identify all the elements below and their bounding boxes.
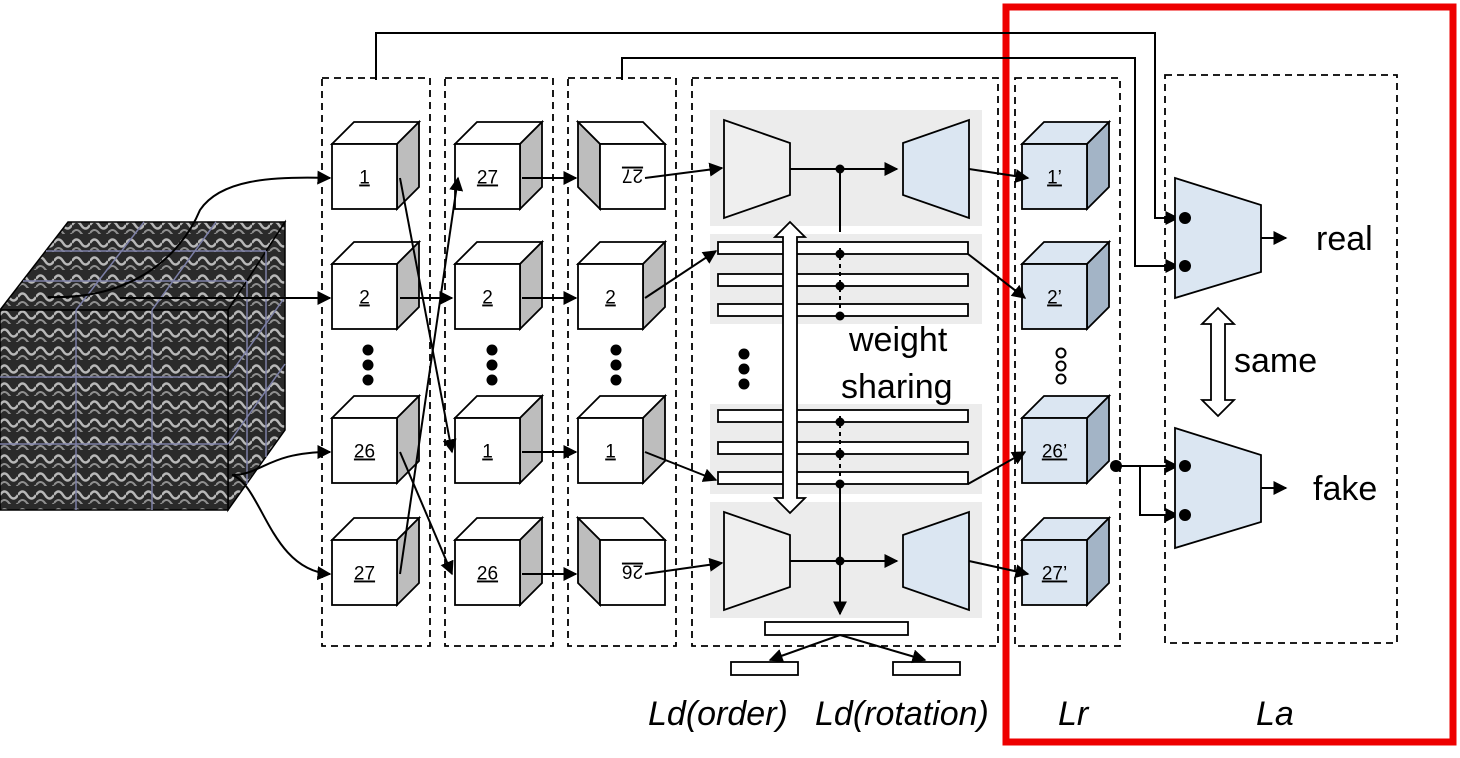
- group-box-generator: [691, 77, 999, 647]
- shuffle-connectors: [399, 176, 464, 576]
- input-patch-cube: 27: [329, 515, 422, 608]
- reconstruction-ellipsis: [1055, 347, 1067, 385]
- patch-label: 27: [354, 564, 375, 585]
- ellipsis-dot: [1055, 347, 1067, 359]
- ellipsis-dot: [1055, 373, 1067, 385]
- patch-label: 27: [622, 165, 643, 186]
- ellipsis-dot: [610, 374, 622, 386]
- junction-dot: [835, 556, 845, 566]
- discriminator: [1110, 176, 1288, 550]
- rotation-output-bar: [892, 661, 961, 676]
- junction-dot: [835, 249, 845, 259]
- patch-label: 2: [605, 288, 616, 309]
- patch-label: 2’: [1047, 288, 1062, 309]
- decoder-outputs: [967, 168, 1030, 579]
- input-patch-cube: 2: [329, 239, 422, 332]
- ellipsis-dot: [738, 378, 750, 390]
- ellipsis-dot: [610, 359, 622, 371]
- decoder-top: [902, 118, 970, 220]
- junction-dot: [1179, 460, 1191, 472]
- reconstructed-patch-cube: 27’: [1019, 515, 1112, 608]
- junction-dot: [835, 164, 845, 174]
- patch-cubes: 1 2 26 27 27 2 1 26 27 2 1 26 1’ 2’ 26’ 27’: [329, 119, 1112, 608]
- group-box-discriminator: [1164, 74, 1398, 644]
- ellipsis-dot: [486, 359, 498, 371]
- rotated-patch-cube: 1: [575, 393, 668, 486]
- junction-dot: [1179, 212, 1191, 224]
- patch-label: 26: [477, 564, 498, 585]
- input-patch-cube: 26: [329, 393, 422, 486]
- weight-label: weight: [848, 321, 948, 359]
- feedback-lines: [375, 32, 1180, 522]
- loss-rotation-label: Ld(rotation): [815, 695, 989, 733]
- order-output-bar: [730, 661, 799, 676]
- order-rotation-bar: [764, 621, 909, 636]
- patch-label: 26: [622, 561, 643, 582]
- encoder-bottom: [723, 510, 791, 612]
- junction-dot: [835, 281, 845, 291]
- junction-dot: [835, 479, 845, 489]
- group-box-reconstructions: [1014, 77, 1121, 647]
- loss-order-label: Ld(order): [648, 695, 788, 733]
- weight-sharing-arrow: [772, 220, 808, 515]
- junction-dot: [1179, 260, 1191, 272]
- ellipsis-dot: [1055, 360, 1067, 372]
- ellipsis-dot: [362, 359, 374, 371]
- same-label: same: [1234, 342, 1317, 380]
- ellipsis-dot: [738, 348, 750, 360]
- rotation-connectors: [522, 171, 578, 581]
- patch-label: 26’: [1042, 442, 1067, 463]
- patch-label: 27’: [1042, 564, 1067, 585]
- rotated-patch-cube: 27: [575, 119, 668, 212]
- patch-label: 1: [605, 442, 616, 463]
- patch-label: 1: [359, 168, 370, 189]
- junction-dot: [835, 449, 845, 459]
- highlight-box: [1002, 3, 1457, 746]
- patch-label: 27: [477, 168, 498, 189]
- shuffled-patch-cube: 2: [452, 239, 545, 332]
- ellipsis-dot: [738, 363, 750, 375]
- patch-label: 1: [482, 442, 493, 463]
- real-label: real: [1316, 220, 1373, 258]
- loss-reconstruction-label: Lr: [1058, 695, 1090, 733]
- input-connectors: [47, 170, 332, 581]
- reconstructed-patch-cube: 1’: [1019, 119, 1112, 212]
- reconstructed-patch-cube: 26’: [1019, 393, 1112, 486]
- patch-label: 26: [354, 442, 375, 463]
- generator: [717, 118, 970, 676]
- encoder-inputs: [644, 162, 724, 575]
- text-labels: weight sharing real fake same Ld(order) …: [648, 220, 1377, 733]
- junction-dot: [1179, 509, 1191, 521]
- ellipsis-dot: [362, 344, 374, 356]
- ellipsis-dot: [362, 374, 374, 386]
- junction-dot: [835, 311, 845, 321]
- rotated-patch-cube: 2: [575, 239, 668, 332]
- ellipsis-dot: [610, 344, 622, 356]
- column-ellipsis: [362, 344, 750, 390]
- discriminator-real: [1174, 176, 1262, 300]
- reconstructed-patch-cube: 2’: [1019, 239, 1112, 332]
- patch-label: 1’: [1047, 168, 1062, 189]
- junction-dot: [835, 417, 845, 427]
- shuffled-patch-cube: 26: [452, 515, 545, 608]
- loss-adversarial-label: La: [1256, 695, 1294, 733]
- same-arrow: [1199, 306, 1237, 418]
- ellipsis-dot: [486, 344, 498, 356]
- input-jigsaw-cube: [0, 219, 287, 513]
- patch-label: 2: [359, 288, 370, 309]
- input-patch-cube: 1: [329, 119, 422, 212]
- rotated-patch-cube: 26: [575, 515, 668, 608]
- patch-label: 2: [482, 288, 493, 309]
- junction-dot: [1110, 460, 1122, 472]
- shuffled-patch-cube: 27: [452, 119, 545, 212]
- fake-label: fake: [1313, 470, 1377, 508]
- ellipsis-dot: [486, 374, 498, 386]
- encoder-top: [723, 118, 791, 220]
- sharing-label: sharing: [841, 368, 953, 406]
- shuffled-patch-cube: 1: [452, 393, 545, 486]
- decoder-bottom: [902, 510, 970, 612]
- group-box-shuffled-patches: [444, 77, 554, 647]
- discriminator-fake: [1174, 426, 1262, 550]
